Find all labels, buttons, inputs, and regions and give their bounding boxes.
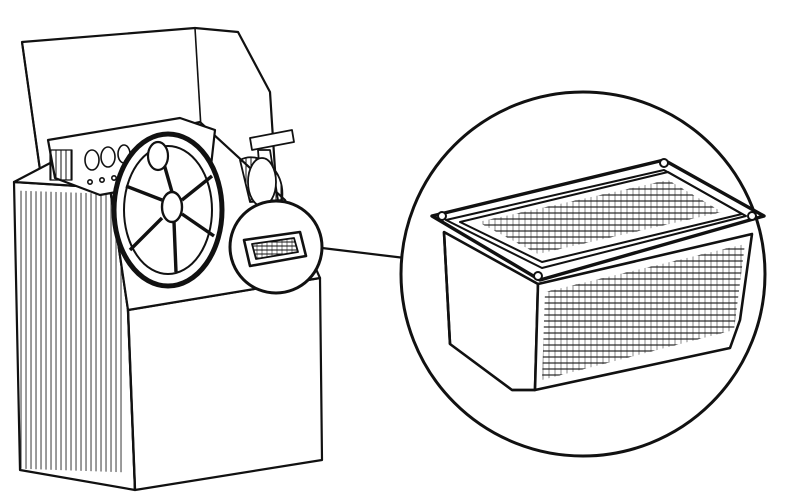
steering-wheel — [111, 131, 225, 289]
throttle-lever — [239, 129, 295, 207]
detail-view — [399, 90, 767, 458]
steering-console-machine — [12, 26, 324, 492]
cabinet-side — [126, 276, 324, 492]
detail-highlight-circle — [228, 199, 324, 295]
mesh-filter-basket — [430, 158, 766, 392]
leader-line — [321, 246, 406, 260]
